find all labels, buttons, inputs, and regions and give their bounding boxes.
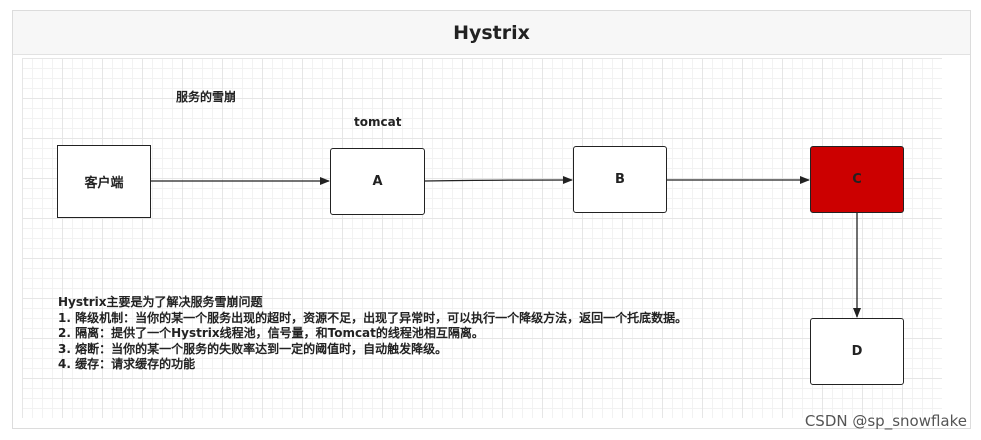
tomcat-label: tomcat bbox=[354, 115, 402, 129]
header-bar: Hystrix bbox=[13, 11, 970, 55]
page-title: Hystrix bbox=[453, 22, 530, 44]
description-item: 1. 降级机制：当你的某一个服务出现的超时，资源不足，出现了异常时，可以执行一个… bbox=[58, 310, 688, 325]
node-a: A bbox=[330, 148, 425, 215]
avalanche-label: 服务的雪崩 bbox=[176, 90, 237, 104]
arrow-a-to-b bbox=[424, 176, 573, 185]
watermark: CSDN @sp_snowflake bbox=[804, 412, 967, 430]
description-item: 2. 隔离：提供了一个Hystrix线程池，信号量，和Tomcat的线程池相互隔… bbox=[58, 326, 484, 340]
node-client: 客户端 bbox=[57, 145, 151, 218]
description-item: 3. 熔断：当你的某一个服务的失败率达到一定的阈值时，自动触发降级。 bbox=[58, 341, 448, 356]
description-block: Hystrix主要是为了解决服务雪崩问题 1. 降级机制：当你的某一个服务出现的… bbox=[58, 295, 687, 373]
node-b: B bbox=[573, 146, 667, 213]
description-heading: Hystrix主要是为了解决服务雪崩问题 bbox=[58, 295, 263, 309]
description-item: 4. 缓存：请求缓存的功能 bbox=[58, 357, 196, 371]
grid-canvas bbox=[22, 58, 942, 418]
node-c: C bbox=[810, 146, 904, 213]
node-d: D bbox=[810, 318, 904, 385]
